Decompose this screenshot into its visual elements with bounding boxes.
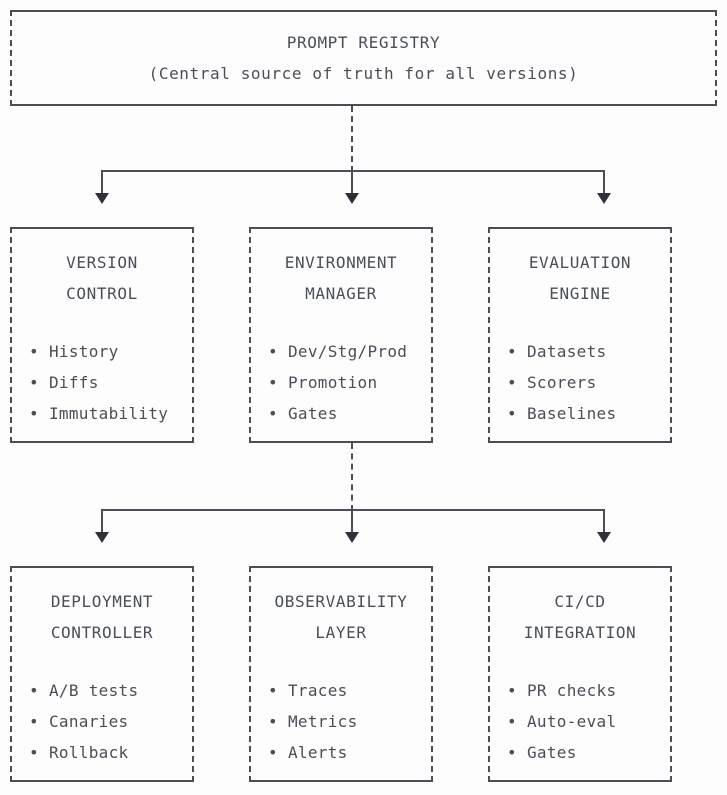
list-item: • Immutability [29, 398, 192, 429]
list-item: • Gates [268, 398, 431, 429]
node-title: DEPLOYMENT CONTROLLER [50, 592, 154, 642]
list-item-label: Baselines [527, 404, 617, 423]
list-item-label: Metrics [288, 712, 358, 731]
bullet-icon: • [268, 743, 278, 762]
bullet-icon: • [29, 404, 39, 423]
connector-drop-center [351, 170, 353, 194]
root-title: PROMPT REGISTRY [286, 33, 441, 52]
connector-stem [351, 443, 353, 511]
node-version-control[interactable]: VERSION CONTROL • History • Diffs • Immutab… [10, 227, 194, 443]
connector-drop-center [351, 509, 353, 533]
node-bullet-list: • PR checks • Auto-eval • Gates [490, 675, 670, 768]
arrowhead-down-icon [95, 193, 109, 204]
connector-drop-left [101, 509, 103, 533]
connector-drop-right [603, 170, 605, 194]
node-title: EVALUATION ENGINE [528, 253, 632, 303]
bullet-icon: • [507, 712, 517, 731]
arrowhead-down-icon [345, 193, 359, 204]
node-title: OBSERVABILITY LAYER [274, 592, 408, 642]
bullet-icon: • [29, 342, 39, 361]
list-item-label: History [49, 342, 119, 361]
list-item: • Traces [268, 675, 431, 706]
list-item-label: Scorers [527, 373, 597, 392]
node-title: ENVIRONMENT MANAGER [284, 253, 398, 303]
node-environment-manager[interactable]: ENVIRONMENT MANAGER • Dev/Stg/Prod • Promo… [249, 227, 433, 443]
node-bullet-list: • History • Diffs • Immutability [12, 336, 192, 429]
node-bullet-list: • A/B tests • Canaries • Rollback [12, 675, 192, 768]
connector-row1-to-row2 [0, 443, 727, 566]
list-item: • Alerts [268, 737, 431, 768]
list-item: • Promotion [268, 367, 431, 398]
list-item: • Baselines [507, 398, 670, 429]
node-title: CI/CD INTEGRATION [523, 592, 637, 642]
arrowhead-down-icon [597, 193, 611, 204]
root-subtitle: (Central source of truth for all version… [148, 64, 579, 83]
list-item-label: Auto-eval [527, 712, 617, 731]
list-item: • Gates [507, 737, 670, 768]
bullet-icon: • [29, 373, 39, 392]
list-item-label: Rollback [49, 743, 129, 762]
node-bullet-list: • Traces • Metrics • Alerts [251, 675, 431, 768]
list-item-label: Promotion [288, 373, 378, 392]
list-item: • Scorers [507, 367, 670, 398]
node-bullet-list: • Dev/Stg/Prod • Promotion • Gates [251, 336, 431, 429]
node-evaluation-engine[interactable]: EVALUATION ENGINE • Datasets • Scorers • Ba… [488, 227, 672, 443]
bullet-icon: • [507, 373, 517, 392]
node-title: VERSION CONTROL [66, 253, 138, 303]
bullet-icon: • [507, 743, 517, 762]
bullet-icon: • [268, 373, 278, 392]
arrowhead-down-icon [95, 532, 109, 543]
list-item: • Canaries [29, 706, 192, 737]
node-observability-layer[interactable]: OBSERVABILITY LAYER • Traces • Metrics • Al… [249, 566, 433, 782]
list-item: • Datasets [507, 336, 670, 367]
connector-drop-left [101, 170, 103, 194]
list-item: • Auto-eval [507, 706, 670, 737]
list-item-label: Datasets [527, 342, 607, 361]
list-item-label: Alerts [288, 743, 348, 762]
list-item-label: Canaries [49, 712, 129, 731]
list-item: • A/B tests [29, 675, 192, 706]
list-item: • Rollback [29, 737, 192, 768]
list-item-label: Immutability [49, 404, 169, 423]
bullet-icon: • [507, 404, 517, 423]
list-item-label: Dev/Stg/Prod [288, 342, 408, 361]
node-cicd-integration[interactable]: CI/CD INTEGRATION • PR checks • Auto-eval … [488, 566, 672, 782]
list-item-label: A/B tests [49, 681, 139, 700]
list-item: • Dev/Stg/Prod [268, 336, 431, 367]
bullet-icon: • [268, 681, 278, 700]
node-deployment-controller[interactable]: DEPLOYMENT CONTROLLER • A/B tests • Canari… [10, 566, 194, 782]
bullet-icon: • [268, 712, 278, 731]
list-item-label: Traces [288, 681, 348, 700]
connector-root-to-row1 [0, 106, 727, 227]
node-prompt-registry[interactable]: PROMPT REGISTRY (Central source of truth… [10, 10, 717, 106]
arrowhead-down-icon [597, 532, 611, 543]
list-item: • Metrics [268, 706, 431, 737]
bullet-icon: • [29, 743, 39, 762]
arrowhead-down-icon [345, 532, 359, 543]
list-item: • PR checks [507, 675, 670, 706]
list-item: • History [29, 336, 192, 367]
bullet-icon: • [268, 404, 278, 423]
bullet-icon: • [507, 342, 517, 361]
node-bullet-list: • Datasets • Scorers • Baselines [490, 336, 670, 429]
list-item: • Diffs [29, 367, 192, 398]
bullet-icon: • [29, 681, 39, 700]
list-item-label: Diffs [49, 373, 99, 392]
bullet-icon: • [507, 681, 517, 700]
connector-drop-right [603, 509, 605, 533]
list-item-label: Gates [288, 404, 338, 423]
bullet-icon: • [268, 342, 278, 361]
bullet-icon: • [29, 712, 39, 731]
connector-stem [351, 106, 353, 172]
list-item-label: PR checks [527, 681, 617, 700]
list-item-label: Gates [527, 743, 577, 762]
